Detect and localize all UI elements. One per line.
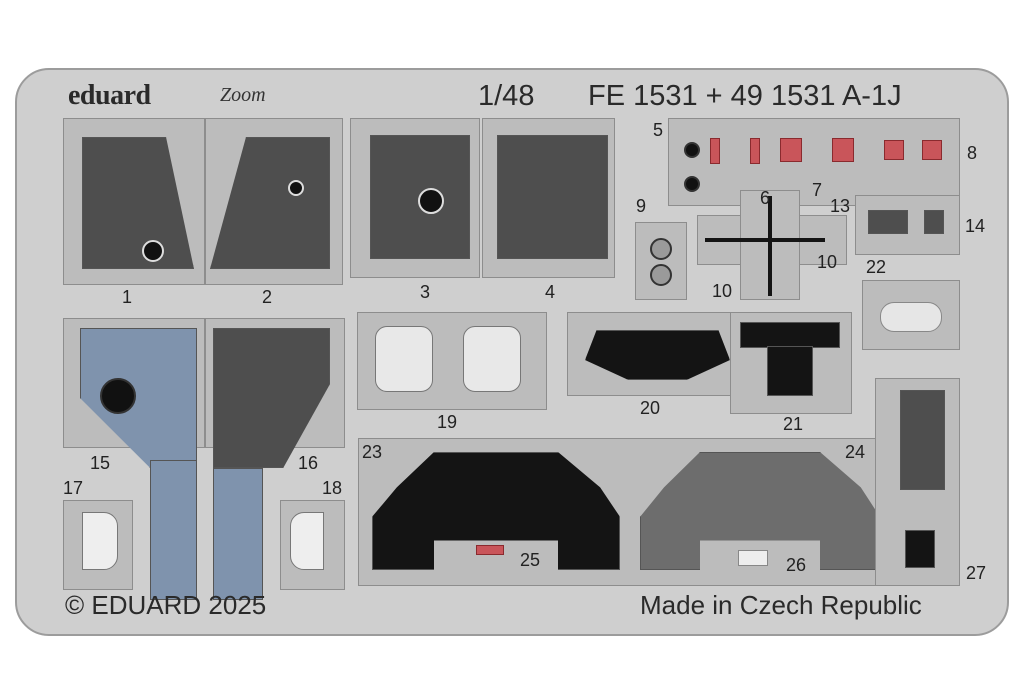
part-number: 9: [636, 196, 647, 216]
part-number: 27: [966, 563, 987, 583]
part-number: 13: [830, 196, 851, 216]
part-number: 18: [322, 478, 343, 498]
part-1-dial: [142, 240, 164, 262]
part-5-knob: [684, 142, 700, 158]
part-16-strip: [213, 468, 263, 600]
part-number: 19: [437, 412, 458, 432]
part-19-buckle: [375, 326, 433, 392]
part-14-grid: [924, 210, 944, 234]
part-19-buckle: [463, 326, 521, 392]
part-number: 17: [63, 478, 84, 498]
part-number: 10: [712, 281, 733, 301]
part-red-pedal: [922, 140, 942, 160]
part-27-box: [905, 530, 935, 568]
part-9-frame: [635, 222, 687, 300]
part-3-dial: [418, 188, 444, 214]
part-2-dial: [288, 180, 304, 196]
part-number: 4: [545, 282, 556, 302]
part-6-rod: [768, 196, 772, 296]
part-21-top: [740, 322, 840, 348]
part-number: 25: [520, 550, 541, 570]
part-5-8-frame: [668, 118, 960, 206]
part-number: 6: [760, 188, 771, 208]
part-number: 1: [122, 287, 133, 307]
part-21-stem: [767, 346, 813, 396]
part-number: 10: [817, 252, 838, 272]
part-number: 15: [90, 453, 111, 473]
part-25-switches: [476, 545, 504, 555]
part-number: 21: [783, 414, 804, 434]
part-number: 5: [653, 120, 664, 140]
part-number: 8: [967, 143, 978, 163]
zoom-logo: Zoom: [220, 84, 266, 106]
part-number: 16: [298, 453, 319, 473]
part-15-strip: [150, 460, 197, 600]
copyright-text: © EDUARD 2025: [65, 590, 267, 620]
part-number: 7: [812, 180, 823, 200]
part-13-grid: [868, 210, 908, 234]
part-red-pedal: [884, 140, 904, 160]
part-4-panel: [497, 135, 608, 259]
part-number: 26: [786, 555, 807, 575]
part-5-knob: [684, 176, 700, 192]
part-red-pedal: [710, 138, 720, 164]
origin-text: Made in Czech Republic: [640, 590, 922, 620]
part-22-bracket: [880, 302, 942, 332]
part-red-pedal: [780, 138, 802, 162]
part-18-bracket: [290, 512, 324, 570]
part-number: 2: [262, 287, 273, 307]
part-26-plate: [738, 550, 768, 566]
part-red-pedal: [750, 138, 760, 164]
part-number: 23: [362, 442, 383, 462]
eduard-logo: eduard: [68, 80, 151, 111]
part-15-dial: [100, 378, 136, 414]
part-9-disc: [650, 264, 672, 286]
part-17-bracket: [82, 512, 118, 570]
part-red-pedal: [832, 138, 854, 162]
part-number: 3: [420, 282, 431, 302]
part-27-panel: [900, 390, 945, 490]
part-9-disc: [650, 238, 672, 260]
part-number: 20: [640, 398, 661, 418]
part-number: 22: [866, 257, 887, 277]
part-number: 24: [845, 442, 866, 462]
part-10-rod: [705, 238, 825, 242]
part-number: 14: [965, 216, 986, 236]
scale-label: 1/48: [478, 80, 535, 112]
product-code: FE 1531 + 49 1531 A-1J: [588, 80, 902, 112]
